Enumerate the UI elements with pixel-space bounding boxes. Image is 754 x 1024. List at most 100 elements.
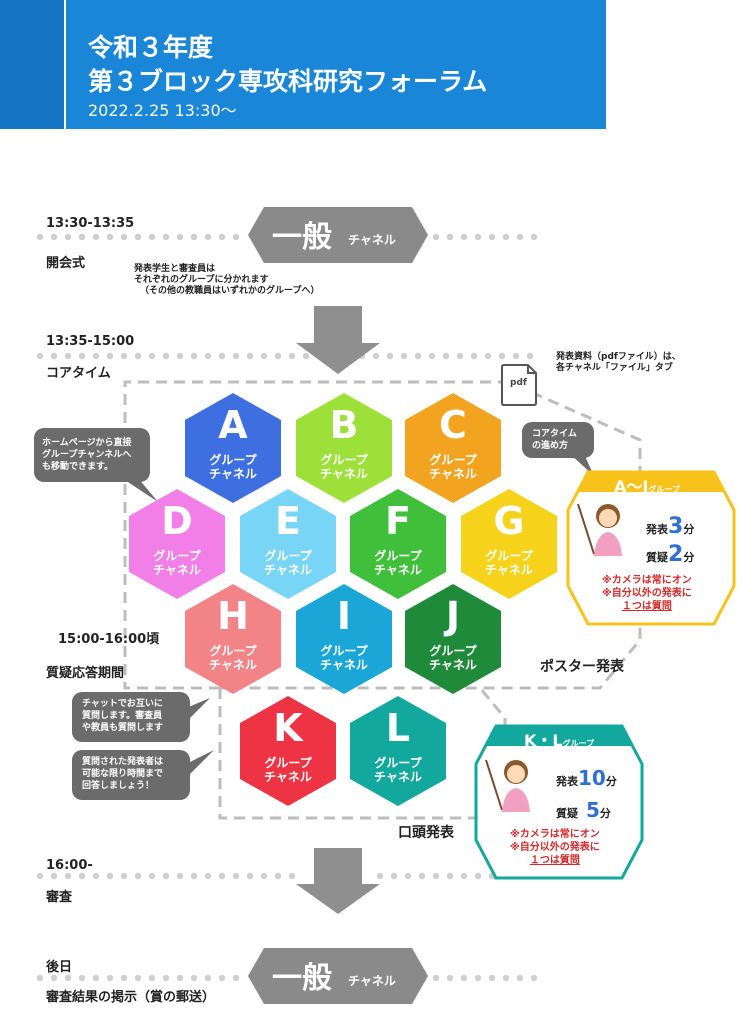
hexagon-shape [296,393,392,503]
group-channel-label: グループチャネル [405,644,501,672]
group-label-line: チャネル [374,770,422,784]
header-datetime: 2022.2.25 13:30～ [88,101,237,120]
label-results: 審査結果の掲示（賞の郵送） [46,990,216,1005]
bubble-progress-line: の進め方 [532,441,569,451]
group-label-line: チャネル [320,467,368,481]
dotted-line-later [36,974,538,982]
time-coretime: 13:35-15:00 [46,334,135,349]
oral-rule: １つは質問 [529,855,580,866]
group-label-line: グループ [320,453,368,467]
arrow-down-1 [296,306,380,374]
bubble-progress-line: コアタイム [532,429,577,439]
dotted-line-opening [36,233,538,241]
group-letter: F [385,499,411,543]
group-label-line: チャネル [209,467,257,481]
group-letter: E [275,499,301,543]
header-accent-strip [0,0,66,129]
group-channel-label: グループチャネル [296,644,392,672]
label-review: 審査 [46,890,73,905]
bubble-homepage-line: も移動できます。 [42,462,114,472]
note-files-line: 発表資料（pdfファイル）は、 [556,352,681,362]
label-poster-session: ポスター発表 [540,659,624,675]
group-label-line: チャネル [153,563,201,577]
hexagon-shape [240,489,336,599]
poster-info-panel: A～Jグループ 発表3分 質疑2分 ※カメラは常にオン ※自分以外の発表に １つ… [566,470,736,626]
arrow-down-2 [296,848,380,914]
bubble-answer-line: 質問された発表者は [82,757,164,767]
hexagon-shape [185,393,281,503]
label-opening: 開会式 [46,256,86,271]
note-files: 発表資料（pdfファイル）は、 各チャネル「ファイル」タブ [556,352,681,374]
group-label-line: グループ [209,644,257,658]
group-channel-label: グループチャネル [350,549,446,577]
group-letter: I [336,594,352,638]
group-channel-label: グループチャネル [129,549,225,577]
general-channel-banner-bottom[interactable]: 一般 チャネル [248,948,428,1004]
bubble-chat-line: や教員も質問します [82,723,164,733]
header-title-forum: 第３ブロック専攻科研究フォーラム [88,67,488,96]
label-oral-session: 口頭発表 [398,825,454,841]
group-channel-label: グループチャネル [185,453,281,481]
group-channel-f[interactable]: F グループチャネル [350,489,446,599]
group-label-line: グループ [429,644,477,658]
hexagon-shape [405,584,501,694]
group-label-line: グループ [209,453,257,467]
group-label-line: チャネル [374,563,422,577]
oral-panel-title: K・L [524,731,563,750]
group-label-line: チャネル [209,658,257,672]
group-label-line: チャネル [485,563,533,577]
poster-present-minutes: 3 [668,514,684,539]
group-channel-i[interactable]: I グループチャネル [296,584,392,694]
hexagon-shape [129,489,225,599]
group-channel-c[interactable]: C グループチャネル [405,393,501,503]
poster-qa-unit: 分 [683,551,695,564]
bubble-chat: チャットでお互いに 質問します。審査員 や教員も質問します [72,692,212,752]
header-banner: 令和３年度 第３ブロック専攻科研究フォーラム 2022.2.25 13:30～ [0,0,606,129]
hexagon-shape [350,696,446,806]
bubble-answer: 質問された発表者は 可能な限り時間まで 回答しましょう！ [72,750,222,806]
dotted-line-review [36,872,538,880]
bubble-chat-line: 質問します。審査員 [82,711,163,721]
note-grouping-line: （その他の教職員はいずれかのグループへ） [140,286,320,296]
oral-rule: ※自分以外の発表に [510,842,600,853]
group-letter: C [439,403,467,447]
oral-present-unit: 分 [605,775,617,788]
group-letter: L [385,706,411,750]
group-label-line: グループ [485,549,533,563]
group-channel-a[interactable]: A グループチャネル [185,393,281,503]
hexagon-shape [461,489,557,599]
hexagon-shape [240,696,336,806]
hexagon-shape [296,584,392,694]
group-label-line: チャネル [264,563,312,577]
pdf-file-icon: pdf [500,363,540,407]
note-grouping-line: 発表学生と審査員は [134,264,216,274]
bubble-answer-line: 可能な限り時間まで [82,769,164,779]
time-later: 後日 [46,960,73,975]
time-review: 16:00- [46,858,93,873]
oral-panel-title-small: グループ [562,739,595,748]
group-label-line: チャネル [429,467,477,481]
group-label-line: チャネル [264,770,312,784]
group-letter: A [218,403,248,447]
general-channel-banner-top[interactable]: 一般 チャネル [248,207,428,263]
poster-panel-title: A～J [614,477,649,496]
note-files-line: 各チャネル「ファイル」タブ [556,363,673,373]
group-label-line: グループ [429,453,477,467]
label-qa-period: 質疑応答期間 [46,666,125,681]
general-channel-sub: チャネル [348,974,396,988]
note-grouping: 発表学生と審査員は それぞれのグループに分かれます （その他の教職員はいずれかの… [134,264,319,297]
label-coretime: コアタイム [46,366,111,381]
group-channel-label: グループチャネル [185,644,281,672]
bubble-homepage-line: グループチャンネルへ [42,450,132,460]
bubble-answer-line: 回答しましょう！ [82,781,155,791]
